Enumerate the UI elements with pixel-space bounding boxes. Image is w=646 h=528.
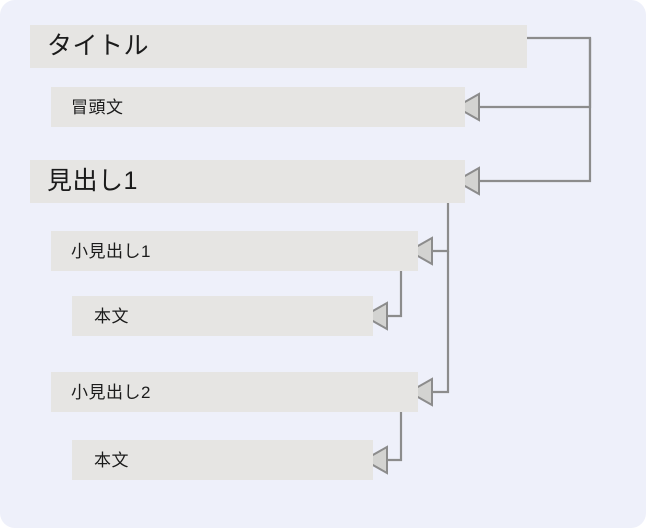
outline-node-label: 冒頭文	[71, 97, 124, 117]
outline-node-body1[interactable]: 本文	[72, 296, 373, 336]
outline-node-subheading1[interactable]: 小見出し1	[51, 231, 418, 271]
outline-node-label: 小見出し2	[71, 382, 151, 402]
outline-node-label: 見出し1	[47, 167, 138, 195]
outline-node-label: タイトル	[47, 32, 150, 60]
outline-node-label: 本文	[94, 450, 129, 470]
outline-node-label: 小見出し1	[71, 241, 151, 261]
outline-node-subheading2[interactable]: 小見出し2	[51, 372, 418, 412]
outline-node-label: 本文	[94, 306, 129, 326]
outline-node-body2[interactable]: 本文	[72, 440, 373, 480]
outline-node-title[interactable]: タイトル	[30, 25, 527, 68]
outline-node-heading1[interactable]: 見出し1	[30, 160, 465, 203]
outline-node-lead[interactable]: 冒頭文	[51, 87, 465, 127]
